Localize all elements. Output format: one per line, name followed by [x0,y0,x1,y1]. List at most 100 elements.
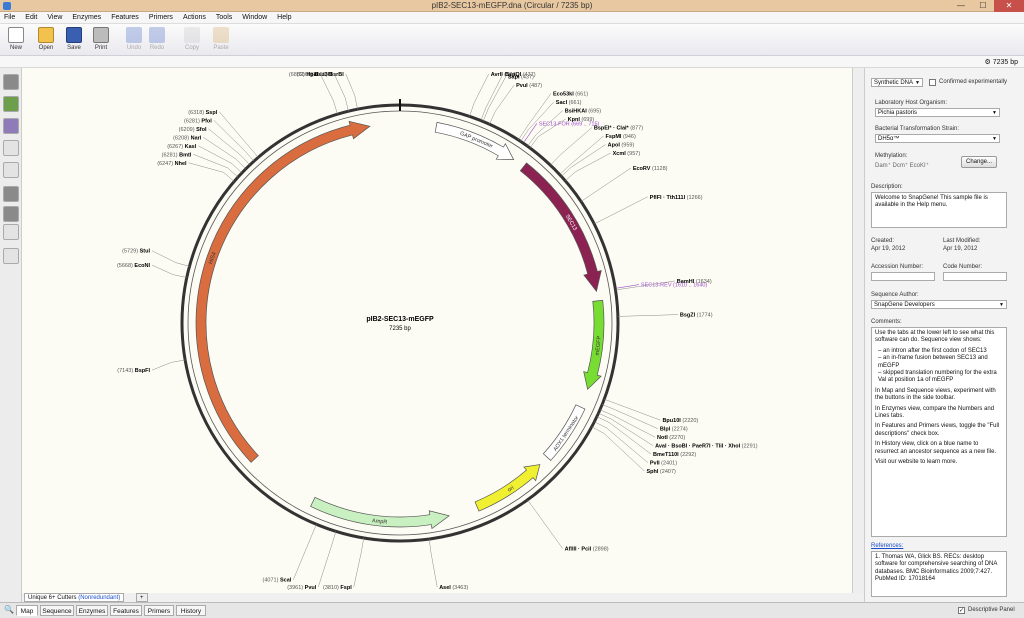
restriction-site-label[interactable]: ApoI (959) [608,143,635,149]
restriction-site-label[interactable]: (6281) BmtI [162,152,192,158]
restriction-site-label[interactable]: AvrII (374) [491,72,518,78]
feature-gap-promoter[interactable]: GAP promoter [434,121,515,161]
show-orfs-icon[interactable] [3,140,19,156]
restriction-site-label[interactable]: (5668) EcoNI [117,263,150,269]
zoom-icon[interactable] [3,224,19,240]
feature-arrow[interactable] [583,299,605,391]
restriction-site-label[interactable]: (7009) BsrBI [312,72,345,78]
color-icon[interactable] [3,248,19,264]
redo-button[interactable]: Redo [145,27,169,51]
map-vertical-scrollbar[interactable] [852,68,864,593]
restriction-site-label[interactable]: (4071) ScaI [263,578,292,584]
feature-arrow[interactable] [474,464,541,512]
feature-ampr[interactable]: AmpR [310,496,450,530]
restriction-site-label[interactable]: Eco53kI (661) [553,92,588,98]
show-enzymes-icon[interactable] [3,74,19,90]
accession-field[interactable] [871,272,935,281]
restriction-site-label[interactable]: EcoRV (1128) [633,166,668,172]
menu-features[interactable]: Features [111,14,139,21]
synthesis-dropdown[interactable]: Synthetic DNA▼ [871,78,923,87]
description-field[interactable]: Welcome to SnapGene! This sample file is… [871,192,1007,228]
restriction-site-label[interactable]: KpnI (699) [568,117,595,123]
feature-arrow[interactable] [542,404,586,461]
enzyme-set-link[interactable]: (Nonredundant) [78,595,121,601]
feature-ori[interactable]: ori [474,464,541,512]
enzyme-set-tab[interactable]: Unique 6+ Cutters (Nonredundant) [24,593,125,602]
tab-sequence[interactable]: Sequence [40,605,74,616]
tab-enzymes[interactable]: Enzymes [76,605,108,616]
tab-features[interactable]: Features [110,605,142,616]
restriction-site-label[interactable]: SphI (2407) [646,469,676,475]
save-button[interactable]: Save [62,27,86,51]
confirmed-checkbox[interactable] [929,79,936,86]
restriction-site-label[interactable]: FspMI (946) [606,134,636,140]
restriction-site-label[interactable]: (6208) NarI [173,135,202,141]
minimize-button[interactable]: — [957,1,965,10]
show-features-icon[interactable] [3,96,19,112]
restriction-site-label[interactable]: (6247) NheI [157,161,187,167]
restriction-site-label[interactable]: NotI (2270) [657,435,685,441]
restriction-site-label[interactable]: BlpI (2274) [660,427,688,433]
menu-actions[interactable]: Actions [182,14,206,21]
tab-history[interactable]: History [176,605,206,616]
restriction-site-label[interactable]: PvuI (487) [516,83,542,89]
magnet-icon[interactable] [3,162,19,178]
restriction-site-label[interactable]: BsgZI (1774) [680,313,713,319]
restriction-site-label[interactable]: AflIII · PciI (2898) [565,546,609,552]
show-primers-icon[interactable] [3,118,19,134]
copy-button[interactable]: Copy [180,27,204,51]
restriction-site-label[interactable]: (6660) Bsu36I [297,72,333,78]
restriction-site-label[interactable]: Bpu10I (2220) [662,418,698,424]
code-number-field[interactable] [943,272,1007,281]
circular-view-icon[interactable] [3,206,19,222]
restriction-site-label[interactable]: PvlI (2401) [650,461,677,467]
feature-aox1-terminator[interactable]: AOX1 terminator [542,404,586,461]
restriction-site-label[interactable]: (6281) PfoI [184,118,212,124]
tab-map[interactable]: Map [16,605,38,616]
restriction-site-label[interactable]: XcmI (957) [613,151,641,157]
menu-enzymes[interactable]: Enzymes [72,14,102,21]
maximize-button[interactable]: ☐ [979,1,987,10]
linear-view-icon[interactable] [3,186,19,202]
open-button[interactable]: Open [34,27,58,51]
feature-arrow[interactable] [195,120,371,463]
feature-his4[interactable]: HIS4 [195,120,371,463]
menu-help[interactable]: Help [277,14,292,21]
restriction-site-label[interactable]: (3961) PvuI [287,585,317,591]
restriction-site-label[interactable]: PflFI · Tth111I (1266) [650,195,703,201]
descriptive-panel-checkbox[interactable]: ✓ [958,607,965,614]
primer-label[interactable]: SEC13-REV (1610 .. 1640) [641,283,708,289]
references-label[interactable]: References: [871,543,904,549]
restriction-site-label[interactable]: (6318) SspI [188,110,218,116]
comments-field[interactable]: Use the tabs at the lower left to see wh… [871,327,1007,537]
restriction-site-label[interactable]: (6267) KasI [167,144,197,150]
menu-window[interactable]: Window [242,14,268,21]
new-button[interactable]: New [4,27,28,51]
restriction-site-label[interactable]: (6209) SfoI [179,127,207,133]
restriction-site-label[interactable]: BmeT110I (2292) [653,452,696,458]
menu-view[interactable]: View [47,14,63,21]
feature-arrow[interactable] [434,121,515,161]
primer-label[interactable]: SEC13-FOR (669 .. 715) [539,121,600,127]
restriction-site-label[interactable]: BspQI (437) [505,72,536,78]
bacterial-strain-dropdown[interactable]: DH5α™▼ [875,134,1000,143]
author-dropdown[interactable]: SnapGene Developers▼ [871,300,1007,309]
menu-edit[interactable]: Edit [25,14,38,21]
restriction-site-label[interactable]: BsiHKAI (695) [565,109,602,115]
restriction-site-label[interactable]: BspEI* · ClaI* (877) [594,126,643,132]
search-icon[interactable]: 🔍 [4,605,14,614]
restriction-site-label[interactable]: (7143) BspFI [117,368,150,374]
settings-gear-icon[interactable]: ⚙ [984,59,991,66]
restriction-site-label[interactable]: (5729) StuI [122,249,150,255]
restriction-site-label[interactable]: BamHI (1634) [677,279,712,285]
menu-tools[interactable]: Tools [215,14,233,21]
add-enzyme-set-button[interactable]: + [136,593,148,602]
feature-arrow[interactable] [519,162,602,293]
restriction-site-label[interactable]: (3810) FspI [323,585,352,591]
menu-file[interactable]: File [4,14,16,21]
feature-arrow[interactable] [310,496,450,530]
restriction-site-label[interactable]: AvaI · BsoBI · PaeR7I · TliI · XhoI (229… [655,444,758,450]
restriction-site-label[interactable]: AseI (3463) [439,585,468,591]
undo-button[interactable]: Undo [122,27,146,51]
